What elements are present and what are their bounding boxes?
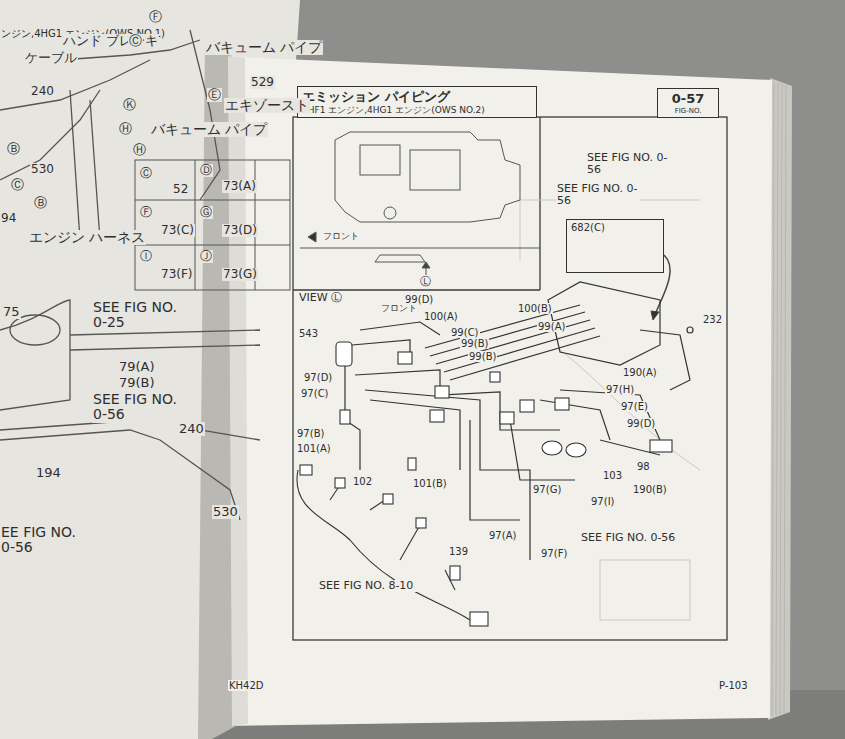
part-label: KH42D	[228, 680, 265, 691]
node-title: 682(C)	[571, 222, 659, 234]
part-label: エキゾースト	[224, 98, 310, 113]
callout-number: 232	[702, 314, 723, 325]
callout-number: 102	[352, 476, 373, 487]
header-box: 0-57FIG-NO.	[657, 88, 719, 118]
part-label: フロント	[380, 304, 418, 314]
callout-number: 100(A)	[423, 311, 459, 322]
part-label: SEE FIG NO. 0-56	[580, 532, 682, 544]
callout-number: 194	[35, 466, 62, 480]
callout-number: 103	[602, 470, 623, 481]
callout-number: 99(D)	[404, 294, 434, 305]
callout-number: 52	[172, 183, 189, 196]
callout-number: 99(A)	[537, 321, 566, 332]
part-label: Ⓛ	[419, 276, 432, 288]
callout-number: 99(B)	[468, 351, 497, 362]
callout-number: 97(H)	[605, 384, 635, 395]
part-label: Ⓘ	[139, 250, 153, 263]
callout-number: 79(A)	[118, 360, 156, 374]
part-label: VIEW Ⓛ	[298, 292, 343, 304]
callout-number: 73(A)	[222, 180, 257, 193]
inset-box: 682(C)	[566, 219, 664, 273]
callout-number: 529	[250, 76, 275, 89]
node-subtitle: 4HF1 エンジン,4HG1 エンジン(OWS NO.2)	[302, 105, 532, 116]
part-label: ケーブル	[24, 51, 78, 65]
callout-number: 75	[2, 305, 21, 319]
callout-number: 97(F)	[540, 548, 568, 559]
callout-number: 101(A)	[296, 443, 332, 454]
part-label: フロント	[322, 232, 360, 242]
callout-number: 240	[178, 422, 205, 436]
callout-number: 101(B)	[412, 478, 448, 489]
node-title: エミッション パイピング	[302, 89, 532, 105]
callout-number: 97(C)	[300, 388, 330, 399]
callout-number: 530	[212, 505, 239, 519]
callout-number: 97(D)	[303, 372, 333, 383]
part-label: Ⓓ	[199, 164, 213, 177]
callout-number: 73(C)	[160, 224, 195, 237]
callout-number: 543	[298, 328, 319, 339]
part-label: SEE FIG NO. 0-25	[92, 300, 189, 331]
header-box: エミッション パイピング4HF1 エンジン,4HG1 エンジン(OWS NO.2…	[297, 86, 537, 118]
part-label: Ⓑ	[33, 196, 48, 210]
part-label: SEE FIG NO. 0-56	[92, 392, 189, 423]
part-label: Ⓖ	[199, 206, 213, 219]
part-label: Ⓙ	[199, 250, 213, 263]
callout-number: 530	[30, 163, 55, 176]
part-label: バキューム パイプ	[205, 40, 323, 55]
callout-number: 97(A)	[488, 530, 517, 541]
node-title: 0-57	[662, 91, 714, 107]
part-label: ハンド ブレーキ	[62, 34, 159, 48]
callout-number: 100(B)	[517, 303, 553, 314]
part-label: Ⓕ	[148, 10, 163, 24]
callout-number: 73(F)	[160, 268, 194, 281]
part-label: Ⓔ	[207, 88, 222, 102]
part-label: Ⓒ	[10, 178, 25, 192]
part-label: EE FIG NO. 0-56	[0, 525, 87, 556]
callout-number: 97(B)	[296, 428, 325, 439]
part-label: Ⓗ	[132, 143, 147, 157]
callout-number: 99(C)	[450, 327, 480, 338]
callout-number: 190(A)	[622, 367, 658, 378]
callout-number: 99(D)	[626, 418, 656, 429]
callout-number: 73(G)	[222, 268, 258, 281]
part-label: Ⓒ	[128, 34, 143, 48]
part-label: Ⓗ	[118, 122, 133, 136]
callout-number: 98	[636, 461, 651, 472]
part-label: SEE FIG NO. 0-56	[556, 183, 640, 207]
callout-number: 99(B)	[460, 338, 489, 349]
callout-number: 240	[30, 85, 55, 98]
part-label: Ⓕ	[139, 206, 153, 219]
part-label: P-103	[718, 680, 749, 691]
callout-number: 79(B)	[118, 376, 156, 390]
callout-number: 94	[0, 212, 17, 225]
part-label: SEE FIG NO. 0-56	[586, 152, 670, 176]
callout-number: 97(G)	[532, 484, 562, 495]
callout-number: 139	[448, 546, 469, 557]
node-subtitle: FIG-NO.	[662, 107, 714, 115]
part-label: Ⓚ	[122, 98, 137, 112]
callout-number: 97(I)	[590, 496, 615, 507]
callout-number: 190(B)	[632, 484, 668, 495]
part-label: エンジン ハーネス	[28, 230, 146, 245]
callout-number: 97(E)	[620, 401, 649, 412]
callout-number: 73(D)	[222, 224, 258, 237]
part-label: Ⓑ	[6, 142, 21, 156]
part-label: Ⓒ	[139, 167, 153, 180]
part-label: バキューム パイプ	[150, 122, 268, 137]
part-label: SEE FIG NO. 8-10	[318, 580, 420, 592]
